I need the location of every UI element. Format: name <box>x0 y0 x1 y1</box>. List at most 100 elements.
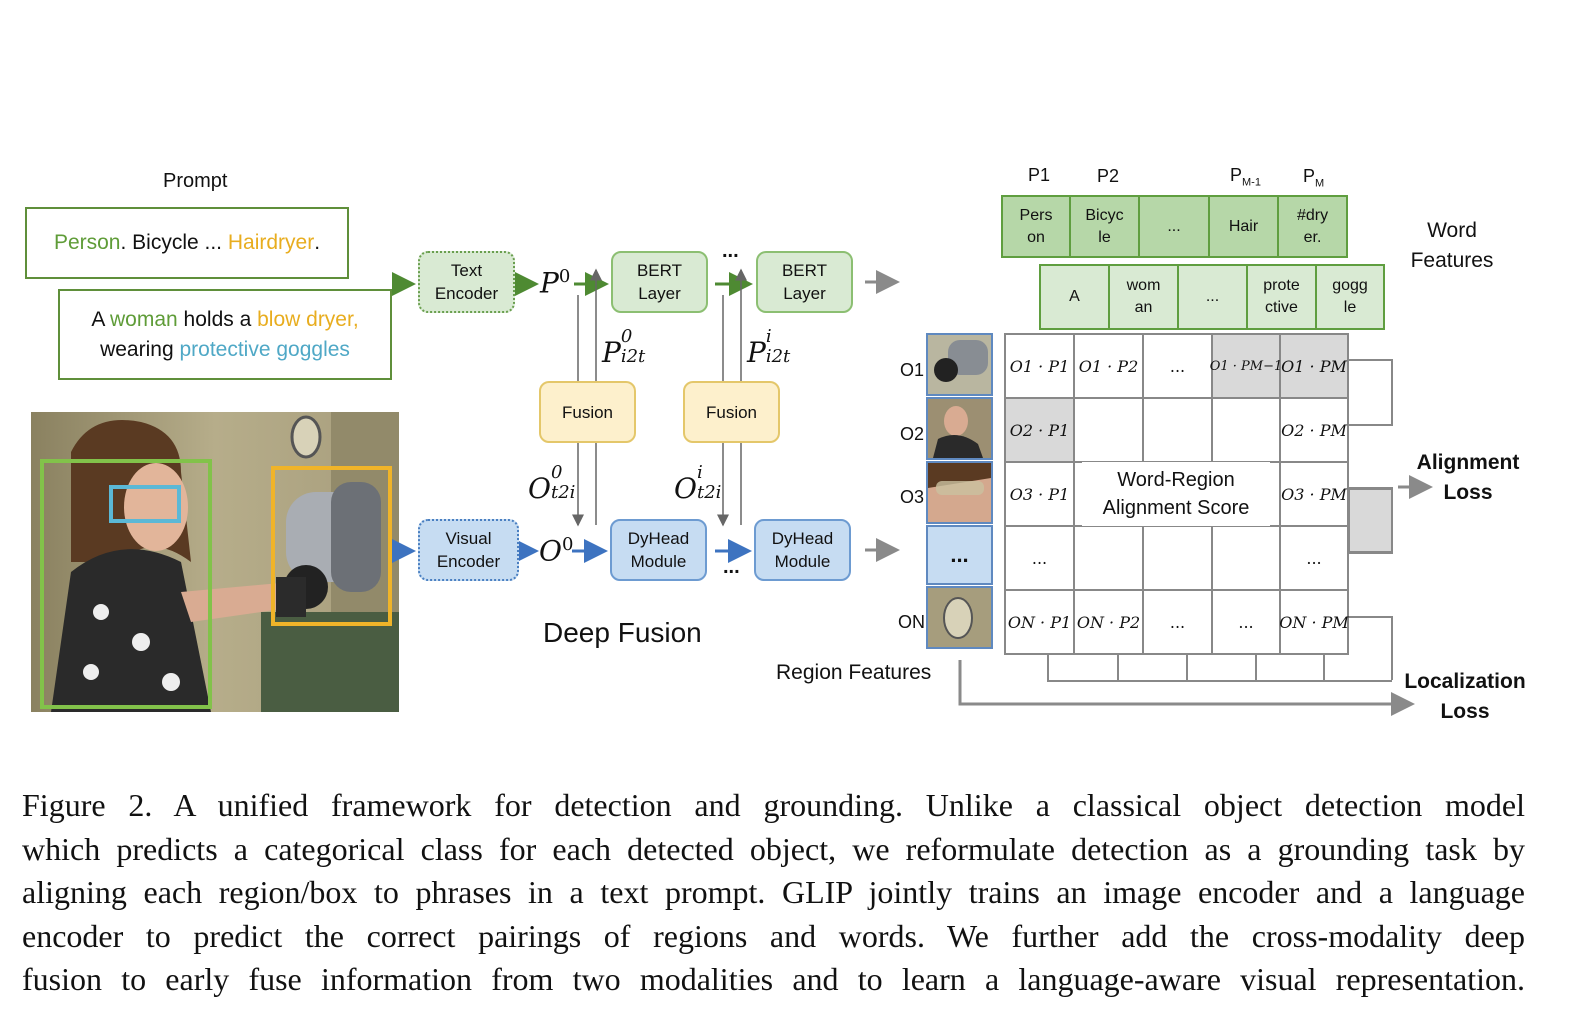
p0-sup: 0 <box>558 266 571 287</box>
word-cell-r2-4: prote ctive <box>1246 264 1317 330</box>
score-cell-r5-c4: ... <box>1212 590 1280 654</box>
region-crop-1 <box>926 333 993 396</box>
region-crop-3 <box>926 461 993 524</box>
prompt-text-end: . <box>314 231 321 254</box>
ot2i0-sub: t2i <box>550 482 576 503</box>
bert-layer-2-label: BERT Layer <box>781 261 828 303</box>
o-label-2: O2 <box>900 424 925 444</box>
ot2i0-sup: 0 <box>550 462 563 483</box>
dyhead-1-node: DyHead Module <box>610 519 707 581</box>
score-cell-r5-c5: ON · PM <box>1279 590 1349 654</box>
region-features-label: Region Features <box>776 661 932 684</box>
score-cell-r3-c1: O3 · P1 <box>1005 462 1074 526</box>
score-cell-r1-c5: O1 · PM <box>1280 334 1348 398</box>
word-cell-r2-2: wom an <box>1108 264 1179 330</box>
pi2ti-sub: i2t <box>765 346 791 367</box>
score-cell-r4-c1: ... <box>1005 526 1074 590</box>
word-cell-r2-3: ... <box>1177 264 1248 330</box>
region-crop-1-art <box>934 340 988 382</box>
bbox-goggles <box>109 485 181 523</box>
p0-symbol: P0 <box>540 266 570 299</box>
grounding-prompt-box: A woman holds a blow dryer, wearing prot… <box>58 289 392 380</box>
score-cell-r4-c5: ... <box>1280 526 1348 590</box>
score-cell-r5-c3: ... <box>1143 590 1212 654</box>
word-cell-r1-5: #dry er. <box>1277 195 1348 258</box>
prompt-word-hairdryer: Hairdryer <box>227 231 315 254</box>
score-cell-r1-c1: O1 · P1 <box>1005 334 1074 398</box>
region-crop-3-art <box>928 463 991 495</box>
score-cell-r3-c5: O3 · PM <box>1280 462 1348 526</box>
score-cell-r5-c1: ON · P1 <box>1005 590 1074 654</box>
score-cell-r2-c2 <box>1074 398 1143 462</box>
dyhead-2-label: DyHead Module <box>771 529 834 571</box>
bbox-person <box>40 459 212 709</box>
region-crop-ellipsis: ... <box>926 525 993 585</box>
alignment-bracket-grey <box>1349 489 1392 552</box>
pi2ti-base: P <box>747 336 766 369</box>
word-cell-r1-3: ... <box>1138 195 1210 258</box>
detection-prompt-box: Person. Bicycle ... Hairdryer. <box>25 207 349 279</box>
word-region-score-text: Word-Region Alignment Score <box>1102 469 1250 519</box>
score-cell-r1-c3: ... <box>1143 334 1212 398</box>
p0-base: P <box>540 266 559 300</box>
grounding-word-goggles: protective goggles <box>179 337 350 361</box>
region-crop-2 <box>926 397 993 460</box>
caption-line-3: aligning each region/box to phrases in a… <box>22 874 1525 910</box>
pi2t0-base: P <box>602 336 621 369</box>
score-cell-r2-c4 <box>1212 398 1280 462</box>
region-crop-n <box>926 586 993 649</box>
word-cell-r2-1: A <box>1039 264 1110 330</box>
grounding-line-2: wearing protective goggles <box>100 335 350 365</box>
bbox-hairdryer <box>271 466 392 626</box>
dyhead-1-label: DyHead Module <box>627 529 690 571</box>
visual-encoder-node: Visual Encoder <box>418 519 519 581</box>
region-crop-2-art <box>933 406 983 458</box>
grounding-word-woman: woman <box>110 307 178 331</box>
dyhead-2-node: DyHead Module <box>754 519 851 581</box>
p-header-1: P1 <box>1028 165 1051 185</box>
p-header-m-1: PM-1 <box>1230 165 1261 189</box>
pi2t0-sup: 0 <box>620 326 633 347</box>
o0-symbol: O0 <box>539 534 573 567</box>
word-cell-r1-4: Hair <box>1208 195 1279 258</box>
fusion-2-node: Fusion <box>683 381 780 443</box>
score-cell-r1-c2: O1 · P2 <box>1074 334 1143 398</box>
region-ellipsis-text: ... <box>950 542 969 567</box>
score-cell-r2-c3 <box>1143 398 1212 462</box>
fusion-1-node: Fusion <box>539 381 636 443</box>
p-header-2: P2 <box>1097 166 1120 186</box>
prompt-word-person: Person <box>53 231 121 254</box>
ot2i0-base: O <box>528 472 551 505</box>
grounding-text-a: A <box>91 307 111 331</box>
caption-line-4: encoder to predict the correct pairings … <box>22 917 1525 954</box>
text-encoder-node: Text Encoder <box>418 251 515 313</box>
bert-layer-1-label: BERT Layer <box>636 261 683 303</box>
p-header-m: PM <box>1303 166 1325 190</box>
caption-line-1: Figure 2. A unified framework for detect… <box>22 787 1525 823</box>
input-photo <box>31 412 399 712</box>
bert-layer-2-node: BERT Layer <box>756 251 853 313</box>
score-cell-r2-c5: O2 · PM <box>1280 398 1348 462</box>
grounding-word-blow-dryer: blow dryer, <box>257 307 359 331</box>
fusion-2-label: Fusion <box>705 402 758 422</box>
score-cell-r2-c1: O2 · P1 <box>1005 398 1074 462</box>
fusion-1-label: Fusion <box>561 402 614 422</box>
localization-loss-label: Localization Loss <box>1404 670 1526 723</box>
bert-ellipsis: ... <box>722 240 739 262</box>
pi2ti-sup: i <box>765 326 772 347</box>
word-cell-r2-5: gogg le <box>1315 264 1385 330</box>
prompt-text-middle: . Bicycle ... <box>120 231 228 254</box>
score-cell-r4-c4 <box>1212 526 1280 590</box>
figure-caption: Figure 2. A unified framework for detect… <box>22 784 1525 1002</box>
word-region-score-label: Word-Region Alignment Score <box>1082 462 1270 526</box>
pi2t0-sub: i2t <box>620 346 646 367</box>
o-label-n: ON <box>898 612 926 632</box>
prompt-label: Prompt <box>163 170 228 192</box>
ot2ii-sub: t2i <box>696 482 722 503</box>
bert-layer-1-node: BERT Layer <box>611 251 708 313</box>
word-cell-r1-1: Pers on <box>1001 195 1071 258</box>
visual-encoder-label: Visual Encoder <box>436 529 501 571</box>
